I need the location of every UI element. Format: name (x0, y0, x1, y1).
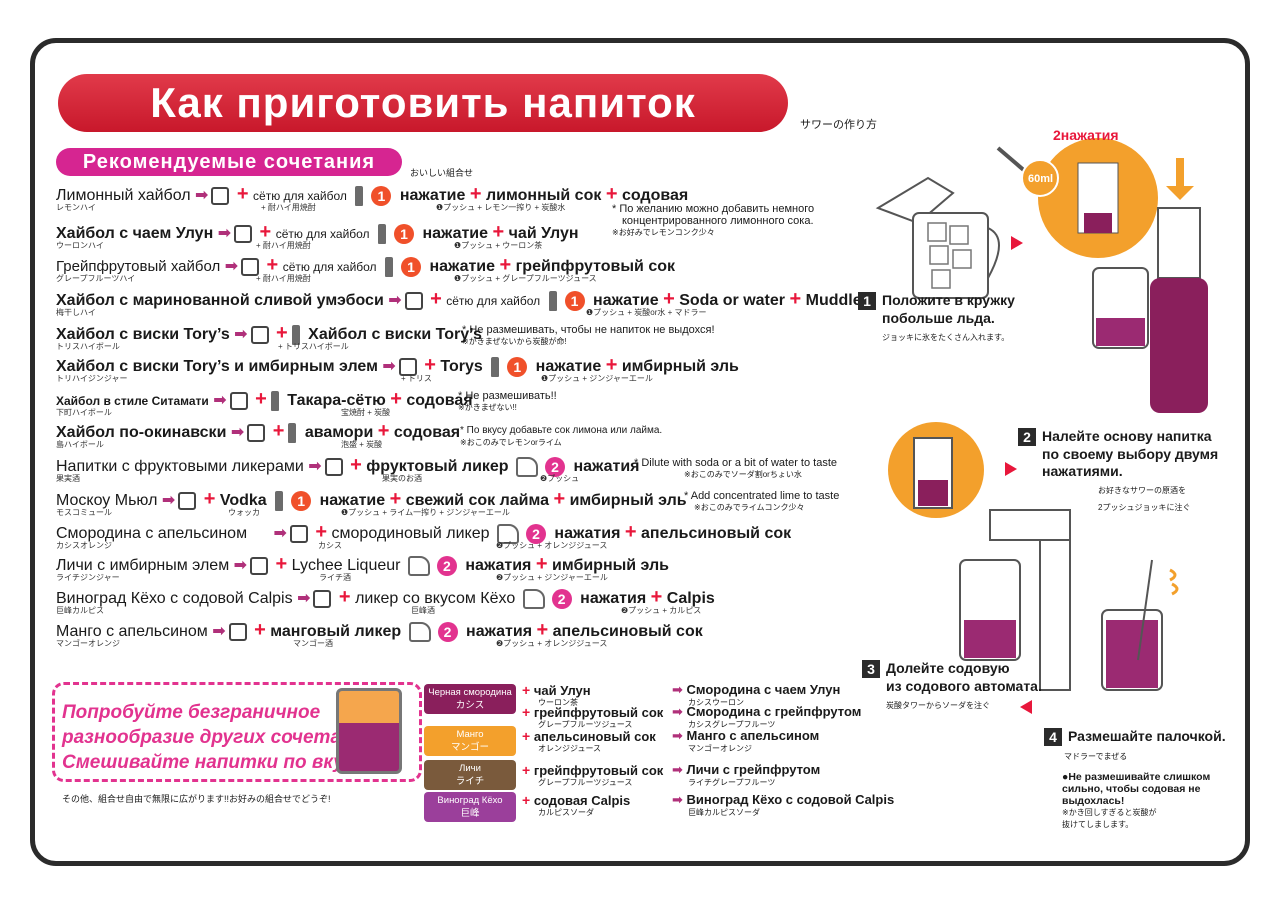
bottle-icon (378, 223, 387, 244)
recipe-row: Хайбол с чаем Улун ➡ + сётю для хайбол 1… (56, 221, 579, 250)
presses-label: 2нажатия (1053, 127, 1119, 143)
recipe-row: Личи с имбирным элем ➡ + Lychee Liqueur … (56, 553, 669, 582)
recipe-row: Хайбол в стиле Ситамати ➡ + Такара-сётю … (56, 388, 473, 417)
mug-icon (241, 257, 260, 276)
mug-icon (313, 589, 332, 608)
tap-icon (407, 555, 430, 576)
bottle-icon (548, 290, 557, 311)
mug-icon (324, 457, 343, 476)
arrow-icon (1020, 700, 1032, 714)
mug-icon (178, 491, 197, 510)
mug-icon (228, 622, 247, 641)
mug-icon (398, 357, 417, 376)
recipe-row: Виноград Кёхо с содовой Calpis ➡ + ликер… (56, 586, 715, 615)
recipe-row: Лимонный хайбол ➡ + сётю для хайбол 1 на… (56, 183, 689, 212)
recommended-heading: Рекомендуемые сочетания (56, 148, 402, 176)
tap-icon (496, 523, 519, 544)
arrow-icon (1005, 462, 1017, 476)
mug-icon (289, 524, 308, 543)
bottle-icon (291, 324, 300, 345)
bottle-icon (288, 422, 297, 443)
mug-icon (250, 325, 269, 344)
step-2-illustration (888, 422, 984, 518)
step-3-4-illustration (959, 509, 1179, 691)
recipe-row: Смородина с апельсином ➡ + смородиновый … (56, 521, 792, 550)
note-2: * Не размешивать, чтобы не напиток не вы… (462, 324, 715, 346)
tap-icon (516, 456, 539, 477)
page-frame (30, 38, 1250, 866)
try-more-box (52, 682, 422, 782)
recipe-row: Хайбол с виски Tory’s ➡ + Хайбол с виски… (56, 322, 482, 351)
recipe-row: Напитки с фруктовыми ликерами ➡ + фрукто… (56, 454, 640, 483)
bottle-icon (275, 490, 284, 511)
bottle-icon (270, 390, 279, 411)
tap-icon (522, 588, 545, 609)
mug-icon (234, 224, 253, 243)
bottle-icon (385, 256, 394, 277)
plus-icon: + (236, 183, 249, 205)
ml-label: 60ml (1028, 173, 1053, 185)
mug-icon (404, 291, 423, 310)
page-title-jp: サワーの作り方 (800, 119, 877, 131)
recipe-row: Хайбол с виски Tory’s и имбирным элем ➡ … (56, 354, 739, 383)
recipe-row: Москоу Мьюл ➡ + Vodka 1 нажатие + свежий… (56, 488, 687, 517)
mug-illustration (336, 688, 402, 774)
note-4: * По вкусу добавьте сок лимона или лайма… (460, 425, 663, 447)
step-1-2-illustration: 60ml 2нажатия (875, 127, 1208, 413)
bottle-icon (491, 356, 500, 377)
recommended-jp: おいしい組合せ (410, 168, 474, 178)
try-more-footnote: その他、組合せ自由で無限に広がります!!お好みの組合せでどうぞ! (62, 794, 331, 804)
bottle-icon (355, 185, 364, 206)
note-3: * Не размешивать!!※かきまぜない!! (458, 390, 557, 412)
note-5: * Dilute with soda or a bit of water to … (634, 457, 837, 479)
mug-icon (229, 391, 248, 410)
mug-icon (250, 556, 269, 575)
recipe-name: Лимонный хайбол (56, 187, 191, 204)
note-6: * Add concentrated lime to taste※おこのみでライ… (684, 490, 840, 512)
page-title: Как приготовить напиток «сауэр» (58, 74, 788, 184)
arrow-icon: ➡ (195, 187, 209, 204)
recipe-row: Хайбол по-окинавски ➡ + авамори + содова… (56, 420, 461, 449)
mug-icon (211, 186, 230, 205)
recipe-row: Хайбол с маринованной сливой умэбоси ➡ +… (56, 288, 862, 317)
mug-icon (247, 423, 266, 442)
tap-icon (408, 621, 431, 642)
recipe-row: Грейпфрутовый хайбол ➡ + сётю для хайбол… (56, 254, 675, 283)
recipe-row: Манго с апельсином ➡ + манговый ликер 2 … (56, 619, 703, 648)
